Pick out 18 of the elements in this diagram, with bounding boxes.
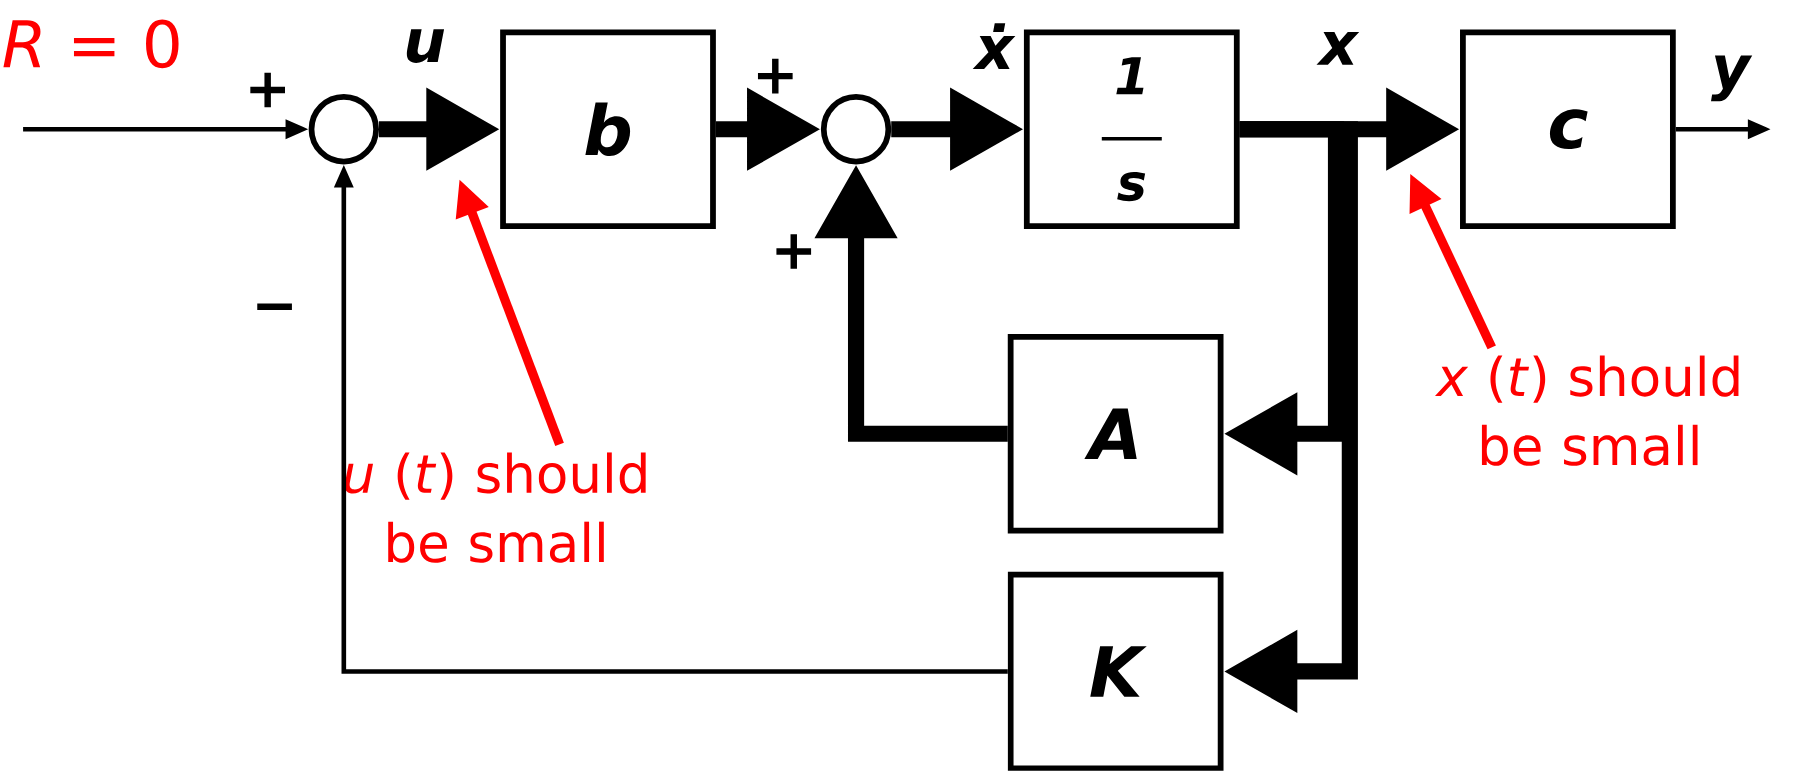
block-box: A — [1007, 334, 1224, 534]
note-label: R = 0 — [3, 19, 179, 69]
block-box: c — [1460, 29, 1676, 230]
block-box: 1 s — [1023, 29, 1240, 230]
block-box: K — [1007, 571, 1224, 771]
sign-label: + — [776, 234, 812, 270]
signal-label: u — [400, 27, 449, 66]
sign-label: + — [250, 72, 285, 108]
sign-label: − — [257, 303, 292, 311]
annotation-text: u (t) should be small — [344, 452, 646, 563]
signal-label: y — [1708, 53, 1753, 104]
signal-label: x — [1316, 29, 1360, 68]
summing-junction — [820, 94, 892, 165]
sign-label: + — [757, 58, 793, 94]
summing-junction — [308, 94, 379, 165]
block-box: b — [500, 29, 716, 230]
signal-label: ẋ — [972, 21, 1017, 72]
annotation-text: x (t) should be small — [1435, 355, 1739, 467]
